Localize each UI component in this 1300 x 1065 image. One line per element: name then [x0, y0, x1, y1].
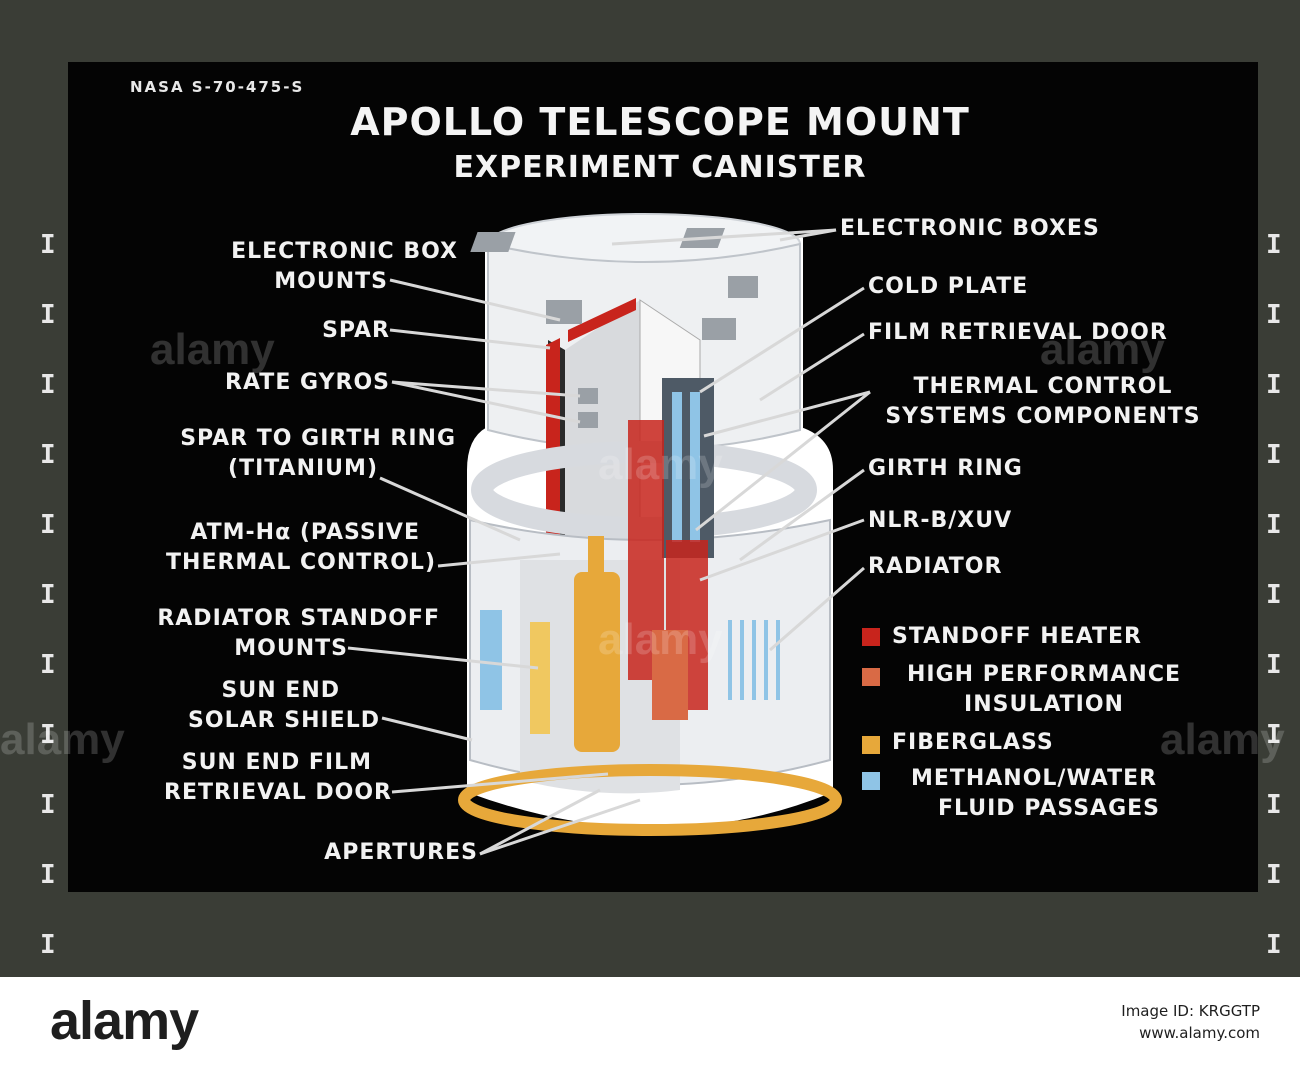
electronic-boxes-graphic: [470, 228, 758, 428]
label-spar: SPAR: [322, 318, 390, 343]
label-cold-plate: COLD PLATE: [868, 274, 1029, 299]
alamy-logo: alamy: [50, 991, 199, 1051]
photo-code: NASA S-70-475-S: [130, 78, 305, 96]
legend-swatch-standoff-heater: [862, 628, 880, 646]
leader-lines-left: [347, 278, 641, 856]
label-atm-h-alpha: ATM-Hα (PASSIVE THERMAL CONTROL): [166, 520, 436, 575]
watermark: alamy: [150, 325, 275, 374]
legend-swatch-high-performance-insulation: [862, 668, 880, 686]
image-id-block: Image ID: KRGGTP www.alamy.com: [1121, 1000, 1260, 1044]
image-id-label: Image ID: KRGGTP: [1121, 1002, 1260, 1020]
legend-label-fiberglass: FIBERGLASS: [892, 730, 1054, 755]
label-sun-end-film-retrieval-door: SUN END FILM RETRIEVAL DOOR: [164, 750, 392, 805]
legend-swatch-methanol-water: [862, 772, 880, 790]
fluid-passages-graphic: [480, 378, 780, 710]
label-thermal-control-systems-components: THERMAL CONTROL SYSTEMS COMPONENTS: [885, 374, 1201, 429]
leader-lines-right: [611, 228, 871, 652]
canister-diagram: [347, 213, 871, 856]
watermark: alamy: [598, 615, 723, 664]
label-electronic-box-mounts: ELECTRONIC BOX MOUNTS: [231, 239, 458, 294]
watermark: alamy: [1160, 715, 1285, 764]
label-rate-gyros: RATE GYROS: [225, 370, 390, 395]
standoff-heater-graphic: [628, 420, 708, 720]
label-nlr-b-xuv: NLR-B/XUV: [868, 508, 1013, 533]
watermark: alamy: [0, 715, 125, 764]
fiberglass-graphic: [458, 536, 842, 836]
label-spar-to-girth-ring: SPAR TO GIRTH RING (TITANIUM): [180, 426, 456, 481]
label-electronic-boxes: ELECTRONIC BOXES: [840, 216, 1100, 241]
watermark: alamy: [598, 440, 723, 489]
legend-label-standoff-heater: STANDOFF HEATER: [892, 624, 1142, 649]
site-url: www.alamy.com: [1139, 1024, 1260, 1042]
legend-label-high-performance-insulation: HIGH PERFORMANCE INSULATION: [907, 662, 1181, 717]
label-girth-ring: GIRTH RING: [868, 456, 1023, 481]
footer-bar: [0, 977, 1300, 1065]
label-sun-end-solar-shield: SUN END SOLAR SHIELD: [188, 678, 380, 733]
label-radiator-standoff-mounts: RADIATOR STANDOFF MOUNTS: [157, 606, 440, 661]
watermark: alamy: [1040, 325, 1165, 374]
label-radiator: RADIATOR: [868, 554, 1003, 579]
legend-label-methanol-water: METHANOL/WATER FLUID PASSAGES: [910, 766, 1161, 821]
label-film-retrieval-door: FILM RETRIEVAL DOOR: [868, 320, 1168, 345]
diagram-title: APOLLO TELESCOPE MOUNT: [350, 100, 970, 144]
legend-swatch-fiberglass: [862, 736, 880, 754]
diagram-subtitle: EXPERIMENT CANISTER: [453, 150, 867, 185]
label-apertures: APERTURES: [324, 840, 478, 865]
